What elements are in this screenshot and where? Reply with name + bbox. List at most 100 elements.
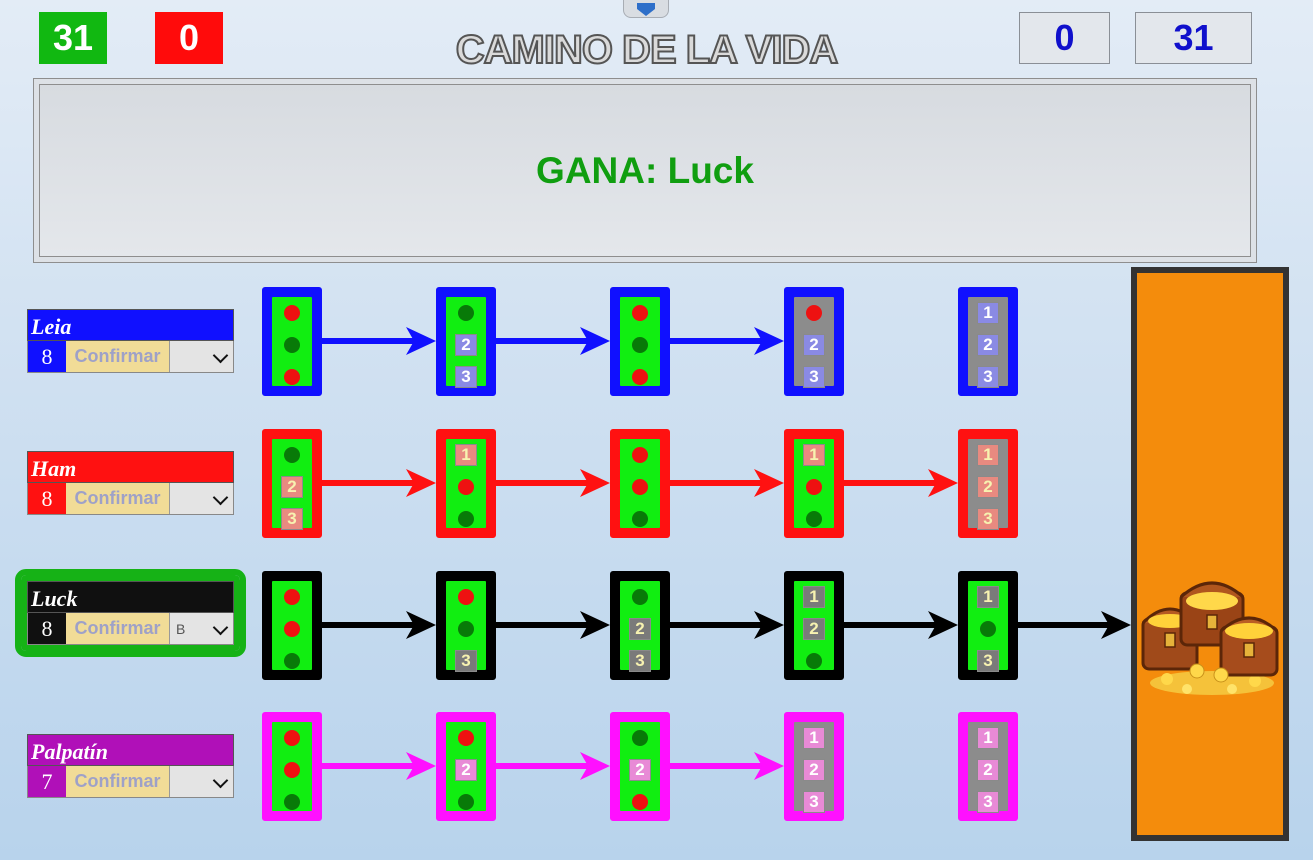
option-number[interactable]: 1 — [977, 444, 999, 466]
option-slot: 3 — [803, 791, 825, 813]
option-number[interactable]: 1 — [977, 302, 999, 324]
score-green: 31 — [39, 12, 107, 64]
green-dot-marker — [632, 589, 648, 605]
player-counter: 8 — [28, 483, 66, 514]
path-node[interactable]: 2 — [436, 712, 496, 821]
option-number[interactable]: 2 — [455, 759, 477, 781]
option-slot: 1 — [977, 302, 999, 324]
green-dot-marker — [806, 511, 822, 527]
path-arrow — [322, 327, 436, 355]
move-select[interactable] — [169, 341, 233, 372]
option-slot: 1 — [977, 586, 999, 608]
option-number[interactable]: 3 — [281, 508, 303, 530]
option-number[interactable]: 1 — [803, 586, 825, 608]
confirm-button[interactable]: Confirmar — [66, 613, 169, 644]
option-number[interactable]: 3 — [977, 650, 999, 672]
option-number[interactable]: 2 — [977, 476, 999, 498]
confirm-button[interactable]: Confirmar — [66, 766, 169, 797]
path-node[interactable]: 2 — [610, 712, 670, 821]
option-number[interactable]: 3 — [455, 650, 477, 672]
green-dot-marker — [632, 730, 648, 746]
option-number[interactable]: 2 — [803, 334, 825, 356]
option-number[interactable]: 3 — [803, 791, 825, 813]
path-node[interactable]: 3 — [436, 571, 496, 680]
path-node[interactable] — [610, 287, 670, 396]
path-node[interactable]: 1 2 3 — [958, 429, 1018, 538]
player-counter: 8 — [28, 341, 66, 372]
red-dot-marker — [284, 621, 300, 637]
option-slot: 2 — [803, 759, 825, 781]
path-node[interactable] — [610, 429, 670, 538]
path-arrow — [496, 611, 610, 639]
option-slot: 1 — [455, 444, 477, 466]
option-number[interactable]: 2 — [455, 334, 477, 356]
red-dot-marker — [806, 479, 822, 495]
path-node[interactable]: 1 2 3 — [958, 712, 1018, 821]
option-slot: 2 — [629, 618, 651, 640]
option-number[interactable]: 1 — [977, 586, 999, 608]
red-dot-marker — [284, 369, 300, 385]
green-dot-marker — [284, 794, 300, 810]
green-dot-marker — [458, 621, 474, 637]
path-arrow — [670, 327, 784, 355]
option-number[interactable]: 1 — [803, 727, 825, 749]
confirm-button[interactable]: Confirmar — [66, 341, 169, 372]
path-node[interactable] — [262, 287, 322, 396]
option-number[interactable]: 2 — [281, 476, 303, 498]
chevron-down-icon — [212, 347, 229, 364]
option-number[interactable]: 3 — [977, 366, 999, 388]
path-node[interactable]: 1 — [784, 429, 844, 538]
option-number[interactable]: 2 — [629, 618, 651, 640]
option-number[interactable]: 2 — [977, 334, 999, 356]
option-number[interactable]: 3 — [629, 650, 651, 672]
top-tab[interactable] — [623, 0, 669, 18]
path-node[interactable] — [262, 571, 322, 680]
green-dot-marker — [980, 621, 996, 637]
path-node[interactable]: 1 2 3 — [958, 287, 1018, 396]
path-arrow — [496, 469, 610, 497]
option-number[interactable]: 2 — [803, 618, 825, 640]
option-slot: 2 — [281, 476, 303, 498]
player-name: Ham — [27, 451, 234, 483]
move-select[interactable] — [169, 766, 233, 797]
score-red: 0 — [155, 12, 223, 64]
option-number[interactable]: 1 — [977, 727, 999, 749]
option-number[interactable]: 2 — [977, 759, 999, 781]
confirm-button[interactable]: Confirmar — [66, 483, 169, 514]
red-dot-marker — [632, 794, 648, 810]
green-dot-marker — [632, 337, 648, 353]
option-slot: 3 — [803, 366, 825, 388]
game-title: CAMINO DE LA VIDA — [455, 27, 840, 73]
option-number[interactable]: 3 — [977, 508, 999, 530]
path-node[interactable]: 1 2 3 — [784, 712, 844, 821]
score-blue-1: 0 — [1019, 12, 1110, 64]
option-number[interactable]: 3 — [455, 366, 477, 388]
option-number[interactable]: 1 — [803, 444, 825, 466]
option-slot: 3 — [977, 791, 999, 813]
option-number[interactable]: 2 — [803, 759, 825, 781]
move-select[interactable]: B — [169, 613, 233, 644]
green-dot-marker — [458, 305, 474, 321]
green-dot-marker — [284, 653, 300, 669]
green-dot-marker — [632, 511, 648, 527]
message-panel: GANA: Luck — [33, 78, 1257, 263]
red-dot-marker — [284, 589, 300, 605]
path-node[interactable]: 1 — [436, 429, 496, 538]
red-dot-marker — [458, 730, 474, 746]
option-slot: 2 — [803, 334, 825, 356]
path-node[interactable] — [262, 712, 322, 821]
option-number[interactable]: 1 — [455, 444, 477, 466]
path-arrow — [496, 327, 610, 355]
option-number[interactable]: 2 — [629, 759, 651, 781]
option-number[interactable]: 3 — [803, 366, 825, 388]
move-select[interactable] — [169, 483, 233, 514]
option-number[interactable]: 3 — [977, 791, 999, 813]
